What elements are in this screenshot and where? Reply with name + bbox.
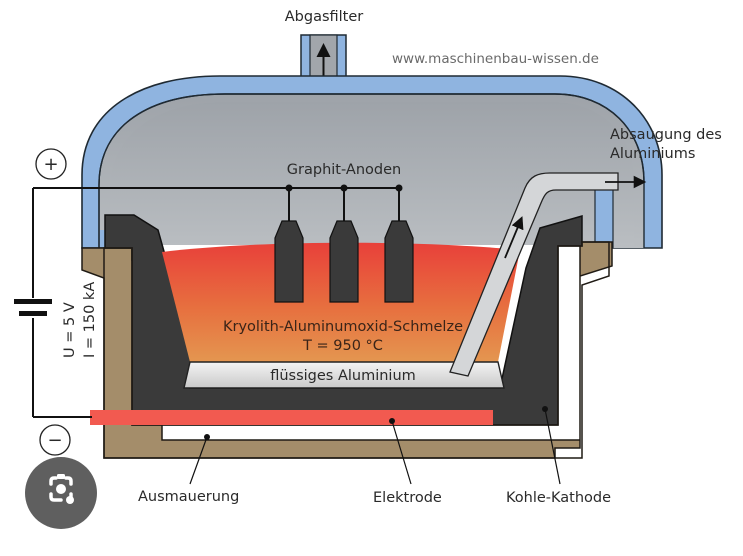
leader-lines xyxy=(189,406,561,485)
exhaust-filter-label: Abgasfilter xyxy=(285,9,364,25)
outlet-label-line1: Absaugung des xyxy=(610,127,722,143)
minus-terminal-icon xyxy=(39,424,71,456)
electrode xyxy=(90,410,493,425)
liquid-aluminium-label: flüssiges Aluminium xyxy=(270,368,416,384)
anode-1 xyxy=(274,220,304,303)
plus-symbol: + xyxy=(43,154,58,175)
cathode-label: Kohle-Kathode xyxy=(506,490,611,506)
battery-plate-long xyxy=(14,299,52,304)
google-lens-icon xyxy=(49,474,74,504)
graphite-anodes xyxy=(33,184,414,303)
liquid-aluminium xyxy=(183,361,505,389)
anode-2 xyxy=(329,220,359,303)
minus-symbol: − xyxy=(47,430,62,451)
battery-plate-short xyxy=(19,311,47,316)
anodes-label: Graphit-Anoden xyxy=(287,162,401,178)
voltage-label: U = 5 V xyxy=(62,302,78,358)
melt-label: Kryolith-Aluminumoxid-Schmelze xyxy=(223,319,463,335)
current-label: I = 150 kA xyxy=(82,282,98,358)
plus-terminal-icon xyxy=(35,148,67,180)
anode-3 xyxy=(384,220,414,303)
lining-label: Ausmauerung xyxy=(138,489,239,505)
watermark: www.maschinenbau-wissen.de xyxy=(392,51,599,67)
flow-up-arrow-icon xyxy=(504,216,524,259)
circuit: + − xyxy=(14,148,92,456)
temperature-label: T = 950 °C xyxy=(302,338,383,354)
google-lens-button[interactable] xyxy=(25,457,97,529)
suction-pipe xyxy=(449,172,647,377)
electrode-label: Elektrode xyxy=(373,490,442,506)
outlet-label-line2: Aluminiums xyxy=(610,146,695,162)
